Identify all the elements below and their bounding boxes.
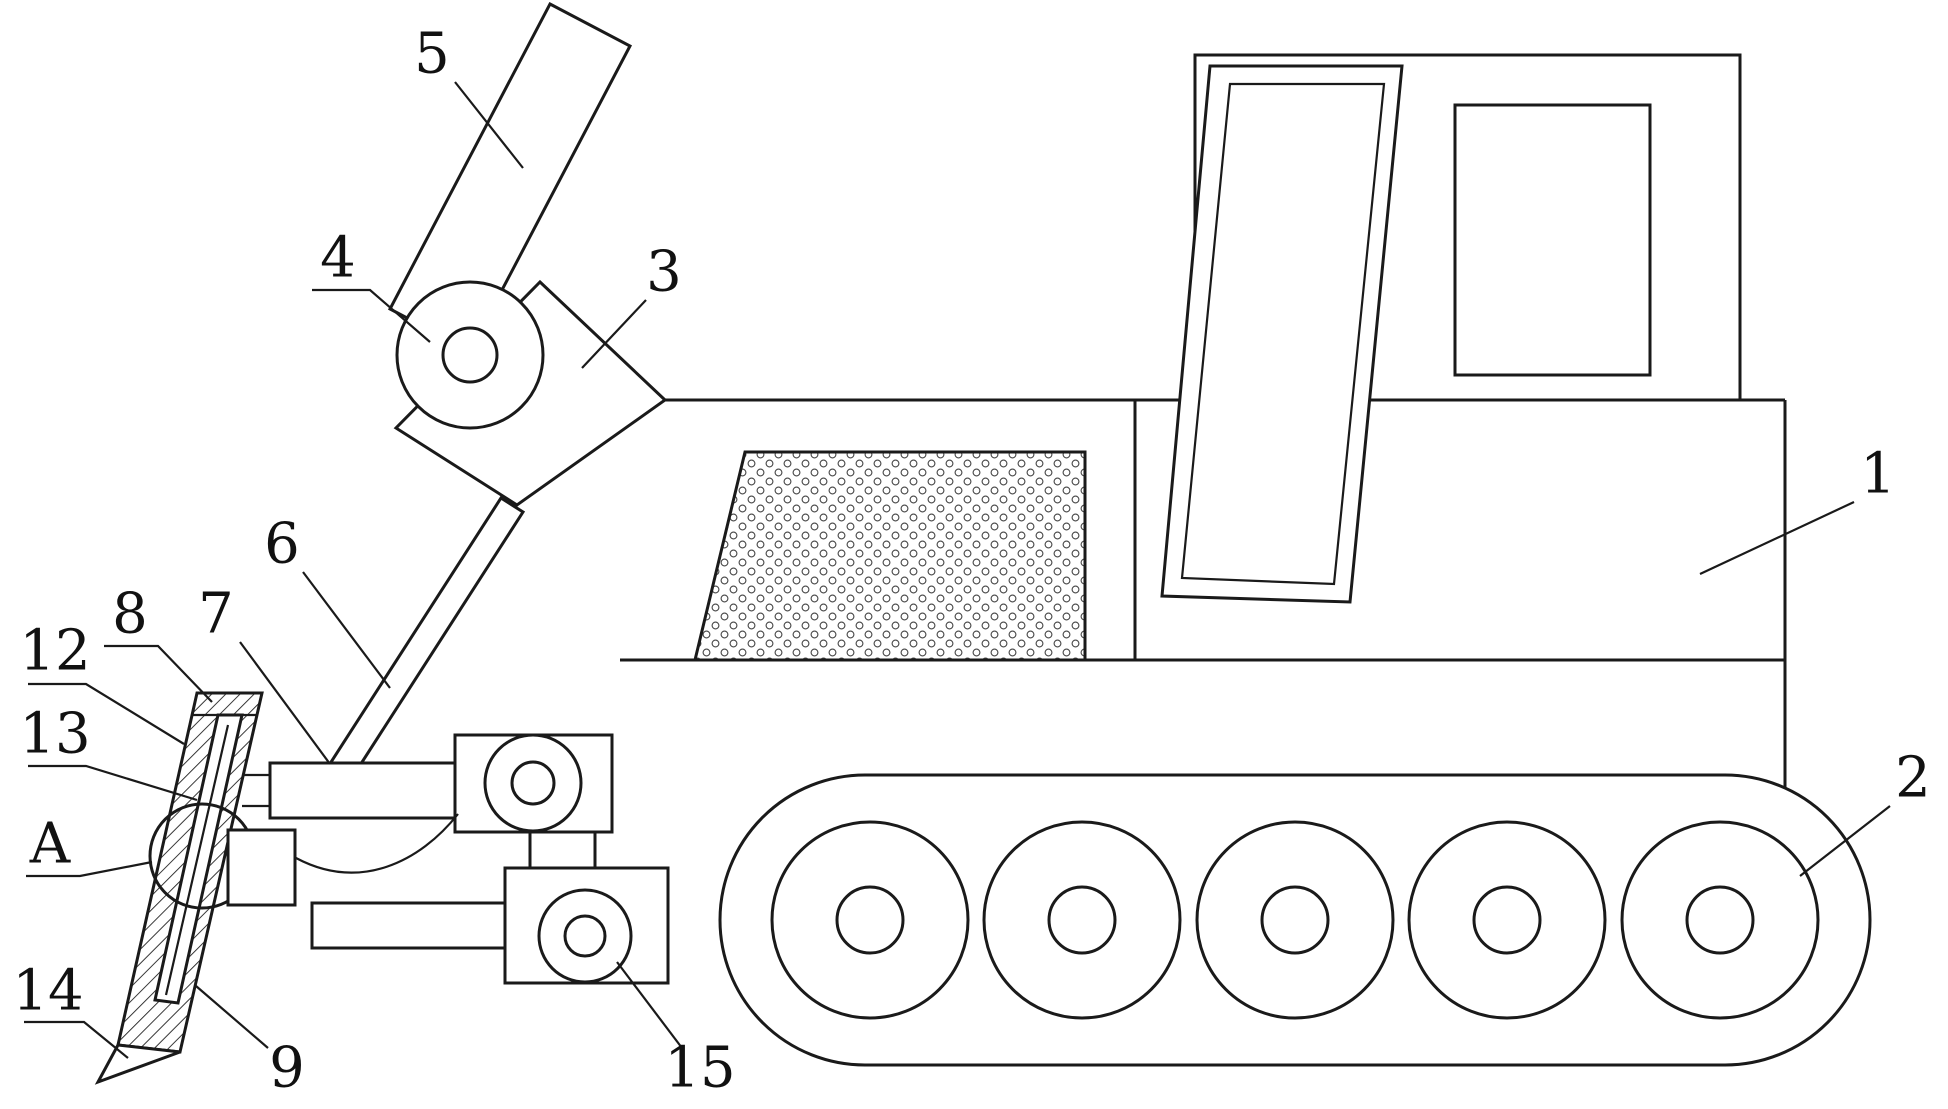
wheel-outer xyxy=(770,820,970,1020)
wheel-outer xyxy=(1195,820,1395,1020)
part-label-8: 8 xyxy=(112,582,148,647)
lower-joint-pin xyxy=(563,914,607,958)
upper-joint-pin xyxy=(510,760,556,806)
leader-line-8 xyxy=(104,644,213,703)
part-label-12: 12 xyxy=(19,619,90,684)
part-label-5: 5 xyxy=(414,22,450,87)
crawler-track-assembly xyxy=(718,773,1872,1067)
dozer-blade-assembly xyxy=(94,691,459,1085)
part-label-a: A xyxy=(29,812,71,877)
road-wheel xyxy=(770,820,970,1020)
leader-line-a xyxy=(26,860,153,878)
leader-line-2 xyxy=(1799,805,1891,877)
part-label-13: 13 xyxy=(19,702,90,767)
road-wheel xyxy=(1407,820,1607,1020)
leader-line-7 xyxy=(239,641,331,765)
wheel-outer xyxy=(1620,820,1820,1020)
linkage-hose xyxy=(295,813,459,874)
lower-push-rod xyxy=(310,901,507,950)
engine-grille-stipple xyxy=(693,450,1087,662)
cab-side-window xyxy=(1453,103,1652,377)
operator-cab xyxy=(1160,53,1742,604)
part-label-14: 14 xyxy=(12,959,83,1024)
part-label-7: 7 xyxy=(198,582,234,647)
upper-joint-outer xyxy=(483,733,583,833)
wheel-hub xyxy=(1260,885,1330,955)
part-label-1: 1 xyxy=(1860,442,1896,507)
wheel-hub xyxy=(1685,885,1755,955)
blade-inner-plate xyxy=(153,713,244,1005)
leader-line-13 xyxy=(28,764,198,802)
blade-cutting-tip xyxy=(94,1043,181,1085)
leader-line-5 xyxy=(454,81,524,169)
track-outline xyxy=(718,773,1872,1067)
leader-line-3 xyxy=(581,299,647,369)
linkage-assembly xyxy=(242,733,670,985)
part-label-9: 9 xyxy=(269,1036,305,1101)
boom-assembly xyxy=(321,1,668,790)
wheel-hub xyxy=(1472,885,1542,955)
leader-line-4 xyxy=(312,288,431,343)
road-wheel xyxy=(1195,820,1395,1020)
reference-labels: 1 2 3 4 5 6 7 8 9 12 13 14 15 A xyxy=(12,22,1930,1101)
blade-inner-plate-line xyxy=(164,724,230,996)
leader-line-15 xyxy=(616,961,683,1049)
pivot-joint-outer xyxy=(395,280,545,430)
windshield-inner xyxy=(1180,82,1386,586)
part-label-15: 15 xyxy=(664,1036,735,1101)
lower-joint-outer xyxy=(537,888,633,984)
part-label-2: 2 xyxy=(1895,746,1931,811)
leader-line-14 xyxy=(24,1020,129,1059)
road-wheel xyxy=(982,820,1182,1020)
leader-line-1 xyxy=(1699,501,1855,575)
leader-lines xyxy=(24,81,1891,1059)
part-label-4: 4 xyxy=(320,226,356,291)
wheel-outer xyxy=(982,820,1182,1020)
leader-line-12 xyxy=(28,682,185,745)
part-label-6: 6 xyxy=(264,512,300,577)
windshield-outer xyxy=(1160,64,1404,604)
actuator-block xyxy=(268,761,457,820)
wheel-hub xyxy=(1047,885,1117,955)
part-label-3: 3 xyxy=(646,240,682,305)
pivot-joint-pin xyxy=(441,326,499,384)
road-wheel xyxy=(1620,820,1820,1020)
leader-line-6 xyxy=(302,571,391,689)
wheel-outer xyxy=(1407,820,1607,1020)
leader-line-9 xyxy=(195,985,269,1049)
wheel-hub xyxy=(835,885,905,955)
blade-mount-block xyxy=(226,828,297,907)
